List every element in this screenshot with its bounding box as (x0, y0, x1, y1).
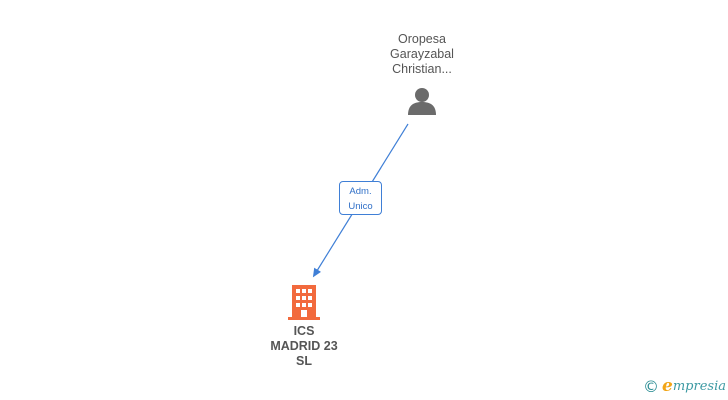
relation-role-label[interactable]: Adm. Unico (339, 181, 382, 215)
person-name-line-1: Oropesa (398, 32, 446, 46)
company-name-line-3: SL (296, 354, 312, 368)
brand-logo-mark: e (662, 376, 673, 396)
person-name: Oropesa Garayzabal Christian... (362, 32, 482, 77)
company-name-line-2: MADRID 23 (270, 339, 338, 353)
role-label-line-1: Adm. (349, 186, 372, 197)
copyright-icon: © (643, 376, 660, 396)
company-name: ICS MADRID 23 SL (245, 324, 363, 369)
brand-logo-text: mpresia (672, 378, 726, 394)
building-icon (288, 285, 320, 320)
company-name-line-1: ICS (293, 324, 315, 338)
brand-watermark: © e mpresia (643, 376, 726, 396)
person-name-line-3: Christian... (392, 62, 452, 76)
company-node[interactable]: ICS MADRID 23 SL (245, 284, 363, 369)
person-node[interactable]: Oropesa Garayzabal Christian... (362, 32, 482, 115)
person-name-line-2: Garayzabal (390, 47, 454, 61)
person-icon (408, 88, 436, 115)
role-label-line-2: Unico (348, 201, 373, 212)
